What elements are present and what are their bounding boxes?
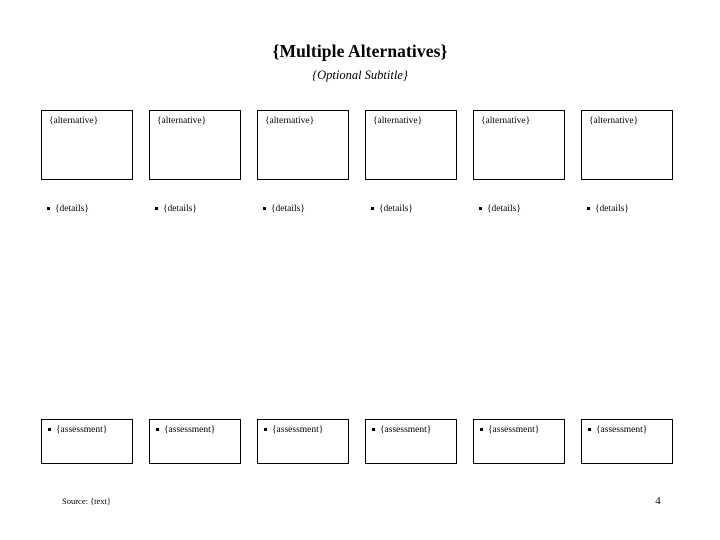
assessment-label: {assessment}	[488, 425, 540, 435]
alternative-box[interactable]: {alternative}	[473, 110, 565, 180]
alternative-box[interactable]: {alternative}	[41, 110, 133, 180]
assessment-box[interactable]: {assessment}	[257, 419, 349, 464]
page-number: 4	[655, 495, 661, 507]
square-bullet-icon	[264, 427, 267, 431]
assessment-label-wrap: {assessment}	[372, 424, 431, 436]
alternative-label: {alternative}	[157, 116, 207, 126]
assessment-label-wrap: {assessment}	[264, 424, 323, 436]
assessment-label: {assessment}	[596, 425, 648, 435]
details-label: {details}	[271, 204, 305, 214]
alternative-label: {alternative}	[265, 116, 315, 126]
square-bullet-icon	[371, 206, 374, 210]
assessment-label-wrap: {assessment}	[480, 424, 539, 436]
square-bullet-icon	[156, 427, 159, 431]
page-subtitle: {Optional Subtitle}	[312, 68, 408, 82]
details-item[interactable]: {details}	[41, 203, 141, 215]
details-item[interactable]: {details}	[149, 203, 249, 215]
alternative-label: {alternative}	[49, 116, 99, 126]
source-note: Source: {text}	[62, 496, 111, 506]
details-item[interactable]: {details}	[257, 203, 357, 215]
alternative-label: {alternative}	[589, 116, 639, 126]
alternative-label: {alternative}	[373, 116, 423, 126]
assessment-box[interactable]: {assessment}	[473, 419, 565, 464]
assessment-label: {assessment}	[380, 425, 432, 435]
details-item[interactable]: {details}	[365, 203, 465, 215]
square-bullet-icon	[587, 206, 590, 210]
square-bullet-icon	[480, 427, 483, 431]
details-label: {details}	[487, 204, 521, 214]
assessment-label: {assessment}	[164, 425, 216, 435]
assessment-label-wrap: {assessment}	[48, 424, 107, 436]
details-label: {details}	[595, 204, 629, 214]
assessment-box[interactable]: {assessment}	[41, 419, 133, 464]
assessment-box[interactable]: {assessment}	[581, 419, 673, 464]
details-label: {details}	[163, 204, 197, 214]
details-label: {details}	[55, 204, 89, 214]
assessment-label: {assessment}	[272, 425, 324, 435]
assessment-label-wrap: {assessment}	[156, 424, 215, 436]
square-bullet-icon	[47, 206, 50, 210]
assessment-box[interactable]: {assessment}	[149, 419, 241, 464]
page-title: {Multiple Alternatives}	[272, 41, 448, 61]
square-bullet-icon	[588, 427, 591, 431]
alternative-box[interactable]: {alternative}	[365, 110, 457, 180]
square-bullet-icon	[372, 427, 375, 431]
square-bullet-icon	[263, 206, 266, 210]
alternative-box[interactable]: {alternative}	[149, 110, 241, 180]
square-bullet-icon	[479, 206, 482, 210]
alternative-box[interactable]: {alternative}	[257, 110, 349, 180]
details-item[interactable]: {details}	[581, 203, 681, 215]
square-bullet-icon	[155, 206, 158, 210]
assessment-label: {assessment}	[56, 425, 108, 435]
alternative-box[interactable]: {alternative}	[581, 110, 673, 180]
square-bullet-icon	[48, 427, 51, 431]
details-item[interactable]: {details}	[473, 203, 573, 215]
details-label: {details}	[379, 204, 413, 214]
title-block: {Multiple Alternatives} {Optional Subtit…	[0, 41, 720, 83]
alternative-label: {alternative}	[481, 116, 531, 126]
assessment-label-wrap: {assessment}	[588, 424, 647, 436]
assessment-box[interactable]: {assessment}	[365, 419, 457, 464]
